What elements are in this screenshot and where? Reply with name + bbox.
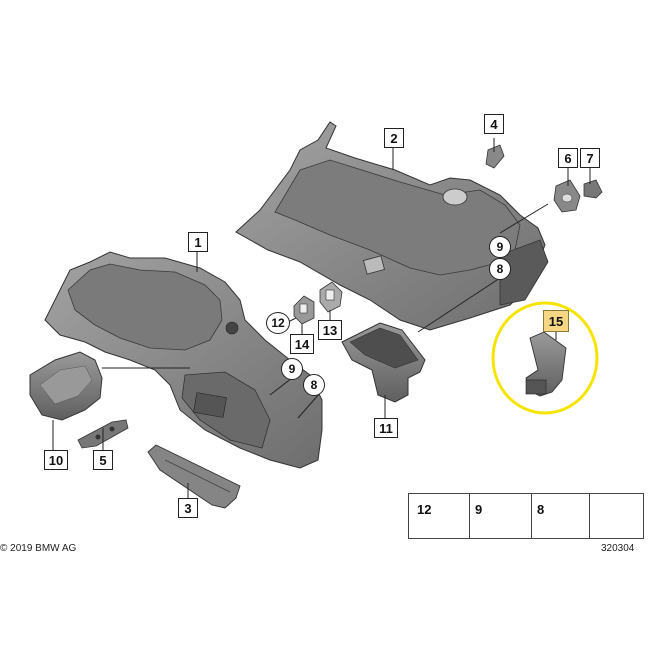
callout-7: 7 <box>580 148 600 168</box>
legend-cell-8: 8 <box>531 494 590 538</box>
legend-cell-12: 12 <box>409 494 470 538</box>
callout-9-lower: 9 <box>281 358 303 380</box>
callout-10: 10 <box>44 450 68 470</box>
callout-15: 15 <box>543 310 569 332</box>
part-6-holder <box>553 179 581 213</box>
callout-11: 11 <box>374 418 398 438</box>
callout-14: 14 <box>290 334 314 354</box>
part-4-clip <box>485 144 505 169</box>
callout-12: 12 <box>266 312 290 334</box>
callout-9-upper: 9 <box>489 236 511 258</box>
callout-13: 13 <box>318 320 342 340</box>
part-15-bracket <box>491 301 599 415</box>
callout-8-upper: 8 <box>489 258 511 280</box>
fastener-legend: 12 9 8 <box>408 493 644 539</box>
copyright-text: © 2019 BMW AG <box>0 543 77 554</box>
part-10-cover <box>29 351 103 421</box>
diagram-number: 320304 <box>601 543 635 554</box>
part-14-clip <box>293 295 315 325</box>
callout-2: 2 <box>384 128 404 148</box>
legend-cell-9: 9 <box>469 494 532 538</box>
legend-number-8: 8 <box>537 502 545 517</box>
part-11-storage-tray <box>341 322 426 403</box>
callout-5: 5 <box>93 450 113 470</box>
part-2-right-trim-panel <box>235 121 549 331</box>
callout-8-lower: 8 <box>303 374 325 396</box>
part-1-left-trim-panel <box>44 251 323 469</box>
legend-number-9: 9 <box>475 502 483 517</box>
part-7-clip <box>583 179 603 199</box>
legend-number-12: 12 <box>417 502 432 517</box>
callout-3: 3 <box>178 498 198 518</box>
part-3-rail <box>147 444 241 509</box>
callout-4: 4 <box>484 114 504 134</box>
callout-1: 1 <box>188 232 208 252</box>
callout-6: 6 <box>558 148 578 168</box>
part-13-clip <box>319 281 343 313</box>
